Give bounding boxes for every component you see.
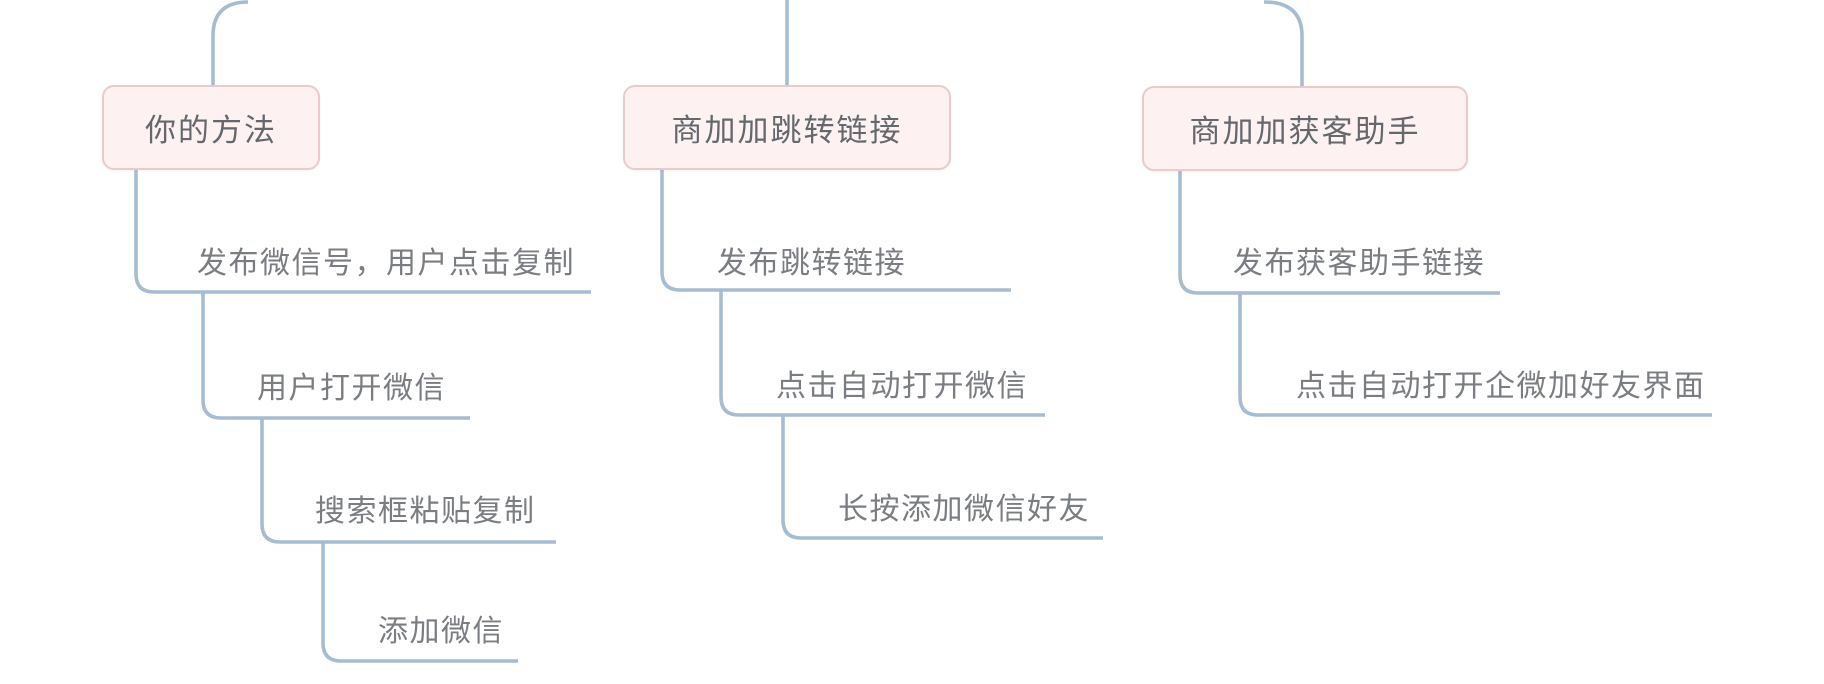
root-node-label: 商加加跳转链接 xyxy=(671,113,903,148)
connector-branch1-child2 xyxy=(201,292,470,420)
connector-branch3-child2 xyxy=(1238,293,1712,417)
root-node-label: 你的方法 xyxy=(145,113,277,148)
connector-branch1-child1 xyxy=(134,170,591,294)
connector-branch2-child3 xyxy=(781,415,1103,540)
child-node[interactable]: 发布跳转链接 xyxy=(717,247,906,280)
root-node-customer-assistant[interactable]: 商加加获客助手 xyxy=(1142,86,1468,171)
child-node[interactable]: 长按添加微信好友 xyxy=(838,493,1090,526)
connector-branch2-child2 xyxy=(719,290,1045,417)
root-node-your-method[interactable]: 你的方法 xyxy=(102,85,320,170)
child-node[interactable]: 添加微信 xyxy=(378,615,504,648)
connector-branch3-child1 xyxy=(1178,171,1500,295)
child-node[interactable]: 发布获客助手链接 xyxy=(1233,247,1485,280)
root-node-jump-link[interactable]: 商加加跳转链接 xyxy=(623,85,951,170)
child-node[interactable]: 用户打开微信 xyxy=(257,372,446,405)
child-node[interactable]: 点击自动打开企微加好友界面 xyxy=(1296,370,1706,403)
connector-branch1-child3 xyxy=(260,418,556,544)
child-node[interactable]: 搜索框粘贴复制 xyxy=(315,495,536,528)
child-node[interactable]: 发布微信号，用户点击复制 xyxy=(197,247,575,280)
root-node-label: 商加加获客助手 xyxy=(1189,114,1421,149)
connector-branch2-child1 xyxy=(660,170,1011,292)
child-node[interactable]: 点击自动打开微信 xyxy=(776,370,1028,403)
connector-parent-branch1 xyxy=(211,0,249,86)
connector-branch1-child4 xyxy=(321,542,518,663)
connector-parent-branch3 xyxy=(1263,0,1304,88)
